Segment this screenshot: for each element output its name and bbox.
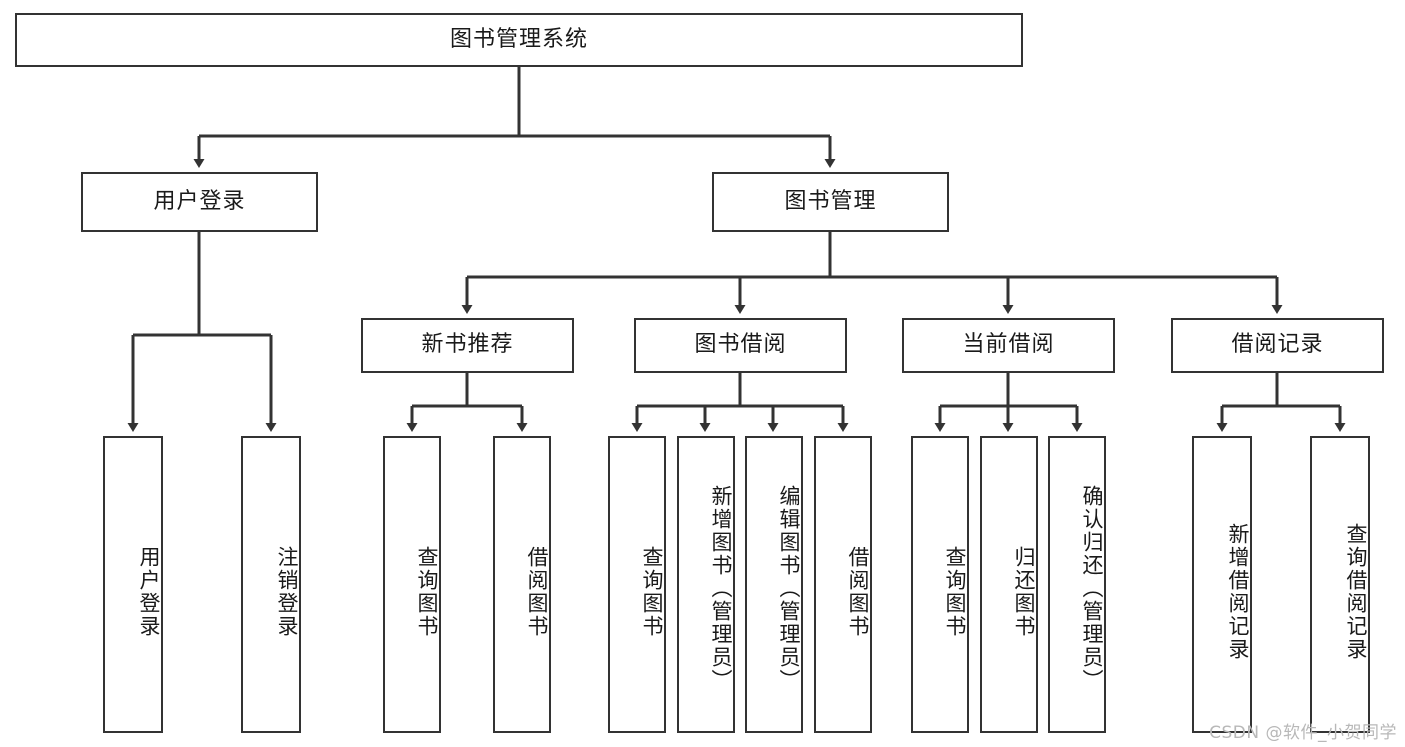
node-borrow-record[interactable]: 借阅记录 (1171, 318, 1384, 373)
node-root-system[interactable]: 图书管理系统 (15, 13, 1023, 67)
node-label: 新增图书（管理员） (709, 485, 733, 692)
node-label: 编辑图书（管理员） (777, 485, 801, 692)
node-label: 当前借阅 (962, 332, 1055, 358)
node-label: 查询借阅记录 (1344, 522, 1368, 661)
node-leaf-confirm-return[interactable]: 确认归还（管理员） (1048, 436, 1106, 733)
node-label: 查询图书 (415, 545, 439, 638)
node-book-management[interactable]: 图书管理 (712, 172, 949, 232)
node-leaf-borrow-book-1[interactable]: 借阅图书 (493, 436, 551, 733)
node-leaf-user-login[interactable]: 用户登录 (103, 436, 163, 733)
node-leaf-query-record[interactable]: 查询借阅记录 (1310, 436, 1370, 733)
node-label: 借阅图书 (846, 545, 870, 638)
node-label: 借阅图书 (525, 545, 549, 638)
node-label: 注销登录 (275, 545, 299, 638)
node-label: 图书管理 (784, 188, 877, 214)
node-label: 借阅记录 (1231, 332, 1324, 358)
node-leaf-borrow-book-2[interactable]: 借阅图书 (814, 436, 872, 733)
node-leaf-logout-login[interactable]: 注销登录 (241, 436, 301, 733)
node-label: 确认归还（管理员） (1080, 485, 1104, 692)
node-new-book-recommend[interactable]: 新书推荐 (361, 318, 574, 373)
node-leaf-query-book-3[interactable]: 查询图书 (911, 436, 969, 733)
node-label: 归还图书 (1012, 545, 1036, 638)
node-current-borrow[interactable]: 当前借阅 (902, 318, 1115, 373)
node-label: 用户登录 (153, 188, 246, 214)
node-leaf-query-book-2[interactable]: 查询图书 (608, 436, 666, 733)
node-leaf-add-book[interactable]: 新增图书（管理员） (677, 436, 735, 733)
node-book-borrow[interactable]: 图书借阅 (634, 318, 847, 373)
node-label: 新书推荐 (421, 332, 514, 358)
node-label: 查询图书 (943, 545, 967, 638)
node-leaf-edit-book[interactable]: 编辑图书（管理员） (745, 436, 803, 733)
node-leaf-return-book[interactable]: 归还图书 (980, 436, 1038, 733)
watermark: CSDN @软件_小贺同学 (1209, 723, 1397, 743)
node-label: 用户登录 (137, 545, 161, 638)
node-label: 查询图书 (640, 545, 664, 638)
node-leaf-add-record[interactable]: 新增借阅记录 (1192, 436, 1252, 733)
node-user-login[interactable]: 用户登录 (81, 172, 318, 232)
node-label: 图书管理系统 (449, 26, 588, 52)
node-label: 新增借阅记录 (1226, 522, 1250, 661)
node-leaf-query-book-1[interactable]: 查询图书 (383, 436, 441, 733)
node-label: 图书借阅 (694, 332, 787, 358)
